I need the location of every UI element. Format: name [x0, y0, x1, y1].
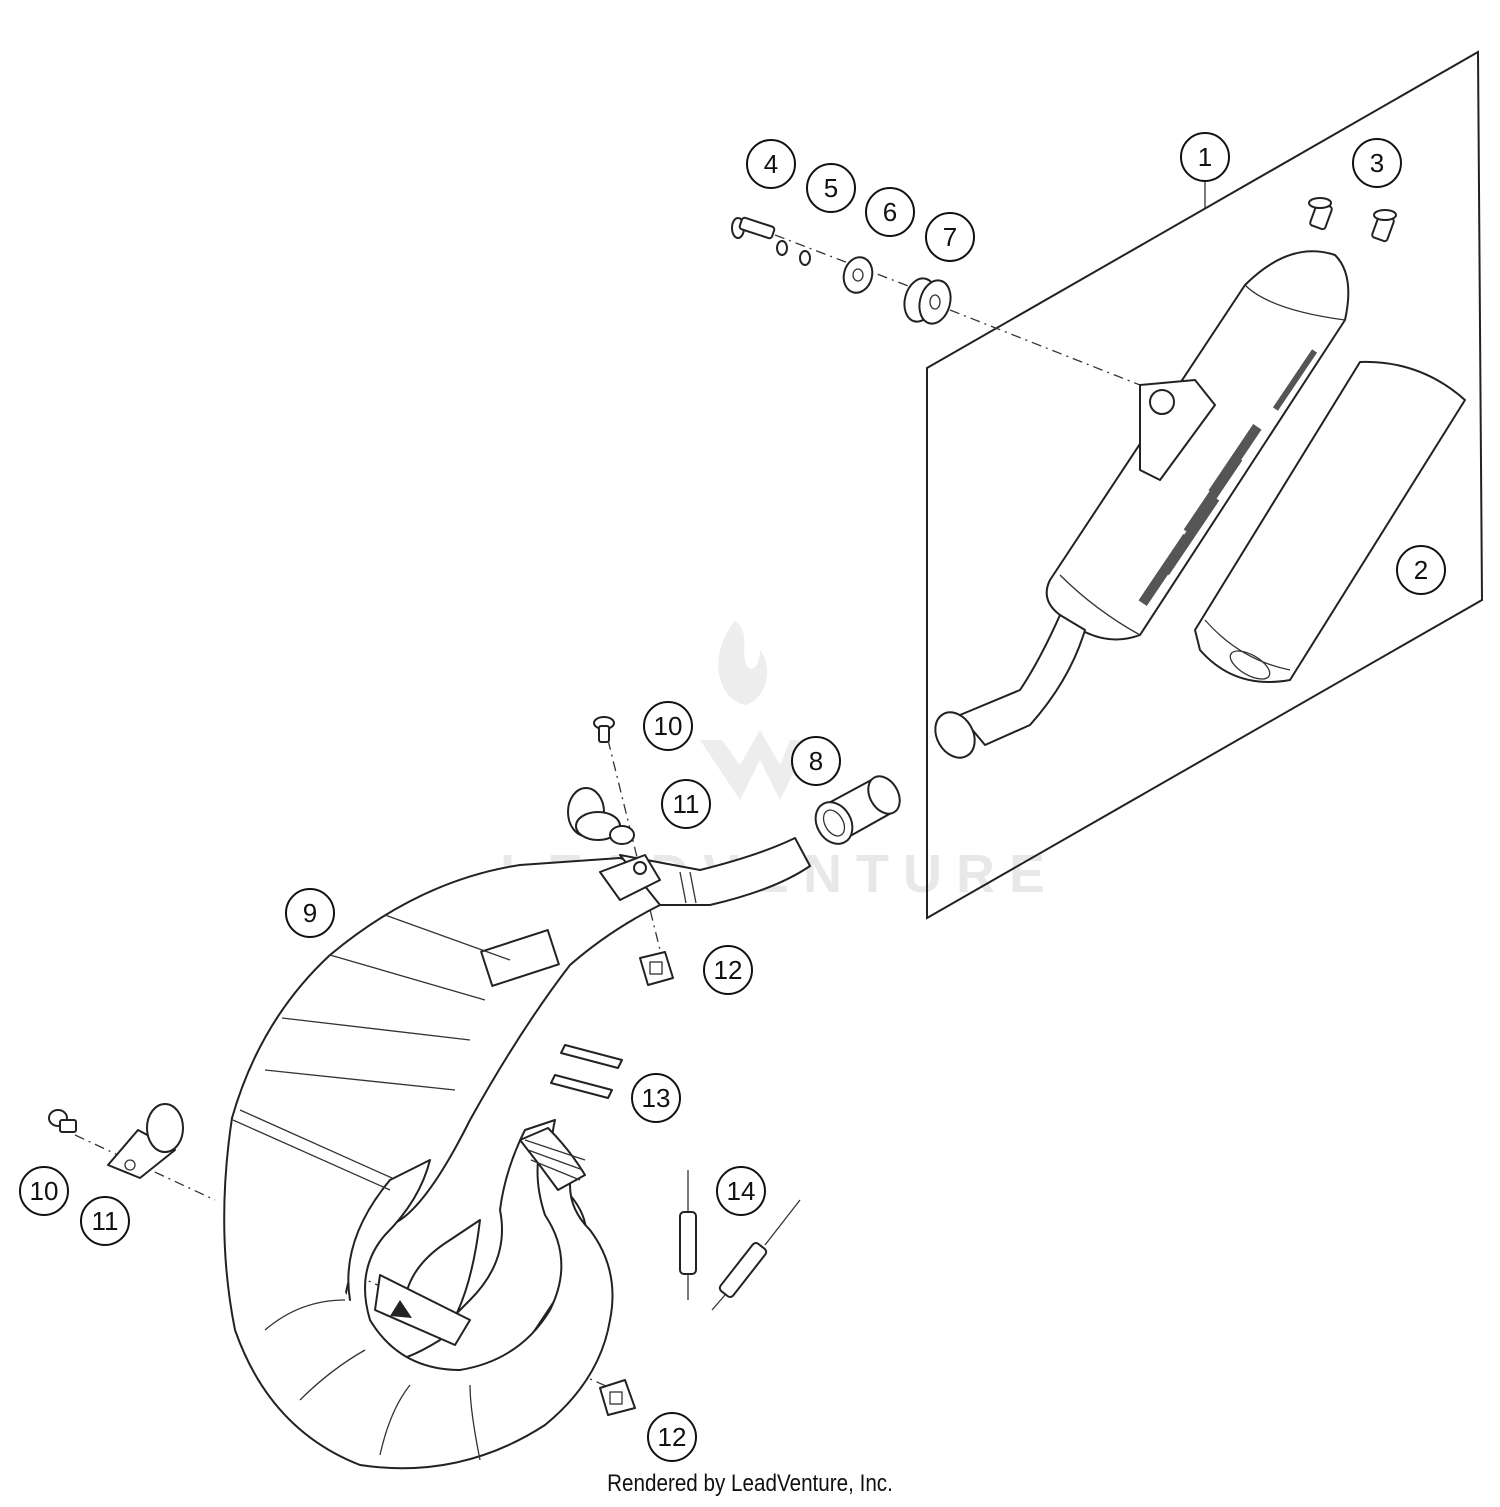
svg-text:11: 11 — [673, 789, 700, 819]
screw-10-lower — [48, 1109, 77, 1133]
callout-14: 14 — [716, 1166, 766, 1216]
callout-3: 3 — [1352, 138, 1402, 188]
callout-4: 4 — [746, 139, 796, 189]
callout-9: 9 — [285, 888, 335, 938]
callout-10-lower: 10 — [19, 1166, 69, 1216]
muffler-kit-panel — [926, 50, 1484, 920]
callout-6: 6 — [865, 187, 915, 237]
svg-text:5: 5 — [824, 173, 838, 203]
svg-text:10: 10 — [654, 711, 683, 741]
rubber-mount-11-lower — [107, 1103, 184, 1179]
svg-text:12: 12 — [714, 955, 743, 985]
springs-14 — [679, 1170, 801, 1311]
connector-sleeve-8 — [814, 775, 901, 845]
callout-2: 2 — [1396, 545, 1446, 595]
svg-text:6: 6 — [883, 197, 897, 227]
svg-text:3: 3 — [1370, 148, 1384, 178]
render-credit: Rendered by LeadVenture, Inc. — [607, 1470, 893, 1497]
screw-10-upper — [593, 716, 615, 743]
washer-6 — [842, 256, 874, 294]
callout-11-upper: 11 — [661, 779, 711, 829]
svg-text:12: 12 — [658, 1422, 687, 1452]
callout-5: 5 — [806, 163, 856, 213]
svg-text:10: 10 — [30, 1176, 59, 1206]
callout-10-upper: 10 — [643, 701, 693, 751]
svg-text:9: 9 — [303, 898, 317, 928]
svg-text:8: 8 — [809, 746, 823, 776]
callout-12-upper: 12 — [703, 945, 753, 995]
o-rings-13 — [550, 1044, 623, 1099]
svg-text:1: 1 — [1198, 142, 1212, 172]
bolt-4 — [731, 216, 776, 240]
rubber-bushing-7 — [903, 277, 952, 325]
callout-12-lower: 12 — [647, 1412, 697, 1462]
washer-5 — [776, 240, 811, 266]
muffler — [934, 250, 1350, 759]
rubber-mount-11-upper — [567, 787, 635, 845]
screw-3 — [1308, 197, 1397, 243]
svg-text:2: 2 — [1414, 555, 1428, 585]
svg-text:4: 4 — [764, 149, 778, 179]
clip-nut-12-lower — [599, 1379, 636, 1416]
callout-8: 8 — [791, 736, 841, 786]
callout-1: 1 — [1180, 132, 1230, 182]
callout-13: 13 — [631, 1073, 681, 1123]
muffler-label-text — [1138, 349, 1318, 606]
muffler-packing — [1194, 360, 1466, 683]
clip-nut-12-upper — [639, 951, 674, 986]
callout-11-lower: 11 — [80, 1196, 130, 1246]
svg-text:13: 13 — [642, 1083, 671, 1113]
exhaust-pipe — [223, 837, 811, 1470]
svg-text:7: 7 — [943, 222, 957, 252]
svg-text:11: 11 — [92, 1206, 119, 1236]
svg-text:14: 14 — [727, 1176, 756, 1206]
callout-7: 7 — [925, 212, 975, 262]
